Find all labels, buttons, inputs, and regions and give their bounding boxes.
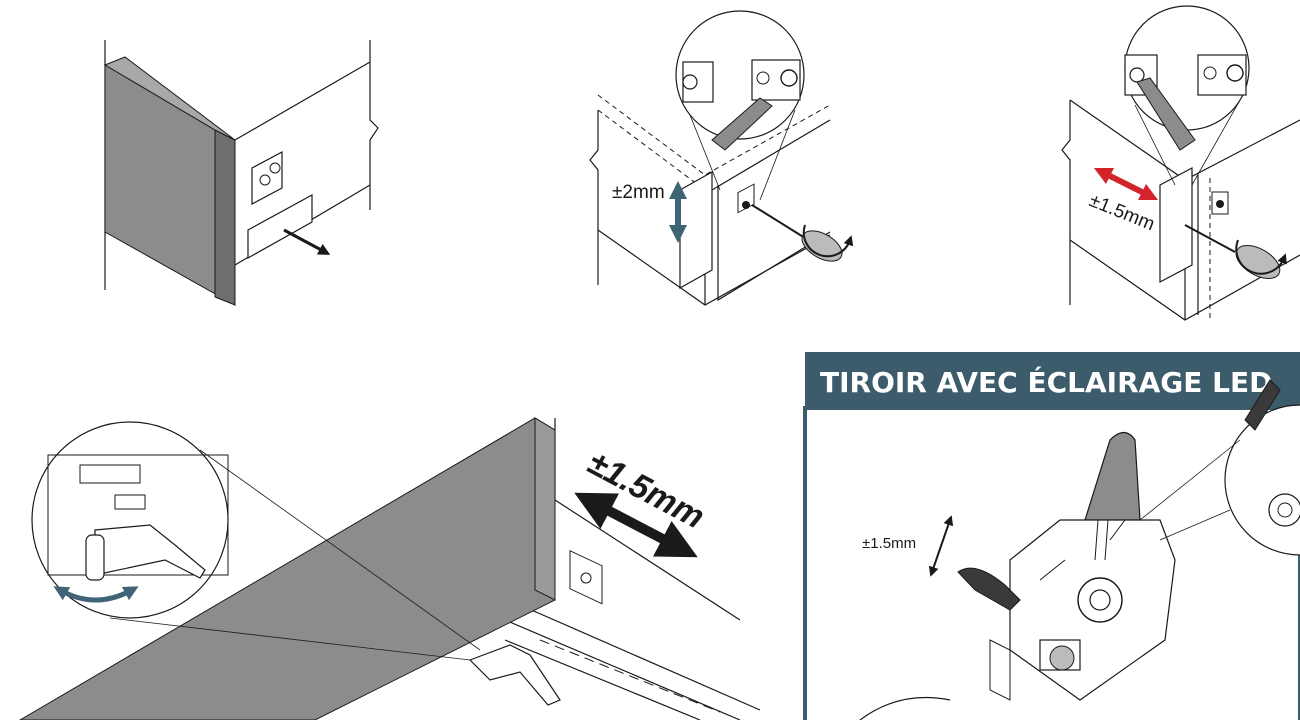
pull-arrow (283, 228, 331, 255)
step-height-adjust: ±2mm (589, 10, 854, 306)
side-arrow (1093, 167, 1159, 201)
depth-arrow (574, 492, 698, 558)
led-mechanism (859, 379, 1300, 720)
depth-label: ±1.5mm (581, 444, 710, 537)
led-section: TIROIR AVEC ÉCLAIRAGE LED ±1.5mm (803, 352, 1300, 720)
rotate-arrow (53, 586, 139, 603)
step-side-adjust: ±1.5mm (1061, 5, 1300, 321)
height-label: ±2mm (612, 182, 665, 203)
led-adjust-arrow (928, 515, 954, 577)
led-adjust-label: ±1.5mm (862, 535, 916, 552)
led-section-header (805, 352, 1300, 408)
led-section-title: TIROIR AVEC ÉCLAIRAGE LED (820, 365, 1272, 399)
step-remove-cover (103, 40, 379, 306)
main-drawer-view: ±1.5mm (19, 417, 761, 720)
